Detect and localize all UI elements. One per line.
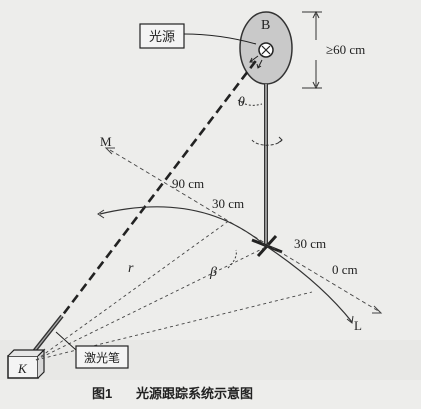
- dashed-line-k-to-upper: [35, 219, 231, 361]
- m-axis-arrow-end: [372, 305, 383, 314]
- laser-pen-label: 激光笔: [84, 350, 120, 365]
- pole-rotation-arc: [251, 139, 283, 146]
- pole-rotation-arrow: [277, 136, 283, 144]
- dist-30-lower-label: 30 cm: [294, 236, 326, 251]
- beta-label: β: [209, 265, 217, 280]
- trajectory-arrow-right: [346, 315, 354, 324]
- height-dim-arrow-down: [312, 81, 320, 90]
- m-label: M: [100, 134, 112, 149]
- b-label: B: [261, 18, 270, 33]
- bulb-ray-arrow-2: [256, 59, 263, 69]
- figure-number: 图1: [92, 386, 112, 401]
- trajectory-arrow-left: [97, 209, 105, 219]
- light-source-leader: [183, 33, 257, 45]
- dashed-line-k-to-base: [35, 245, 269, 361]
- l-label: L: [354, 318, 362, 333]
- theta-arc: [237, 99, 263, 106]
- bulb-ray-arrow-1: [249, 55, 259, 63]
- r-label: r: [128, 261, 134, 276]
- dashed-line-k-to-lower: [35, 291, 313, 361]
- bulb-cross-2: [261, 45, 271, 55]
- trajectory-curve: [99, 206, 353, 323]
- height-label: ≥60 cm: [326, 42, 365, 57]
- laser-pen-leader: [55, 331, 77, 351]
- laser-pen-label-box: [75, 345, 129, 369]
- theta-label: θ: [238, 95, 245, 110]
- dist-90-label: 90 cm: [172, 176, 204, 191]
- dist-0-label: 0 cm: [332, 262, 358, 277]
- light-source-label: 光源: [149, 30, 175, 45]
- height-dim-arrow-up: [312, 10, 320, 19]
- dist-30-upper-label: 30 cm: [212, 196, 244, 211]
- laser-beam-main: [28, 57, 260, 359]
- figure-caption: 光源跟踪系统示意图: [135, 386, 253, 402]
- k-label: K: [17, 361, 28, 376]
- light-source-label-box: [139, 23, 185, 49]
- bleed-through-band: [0, 340, 421, 380]
- m-axis-arrow: [104, 147, 115, 155]
